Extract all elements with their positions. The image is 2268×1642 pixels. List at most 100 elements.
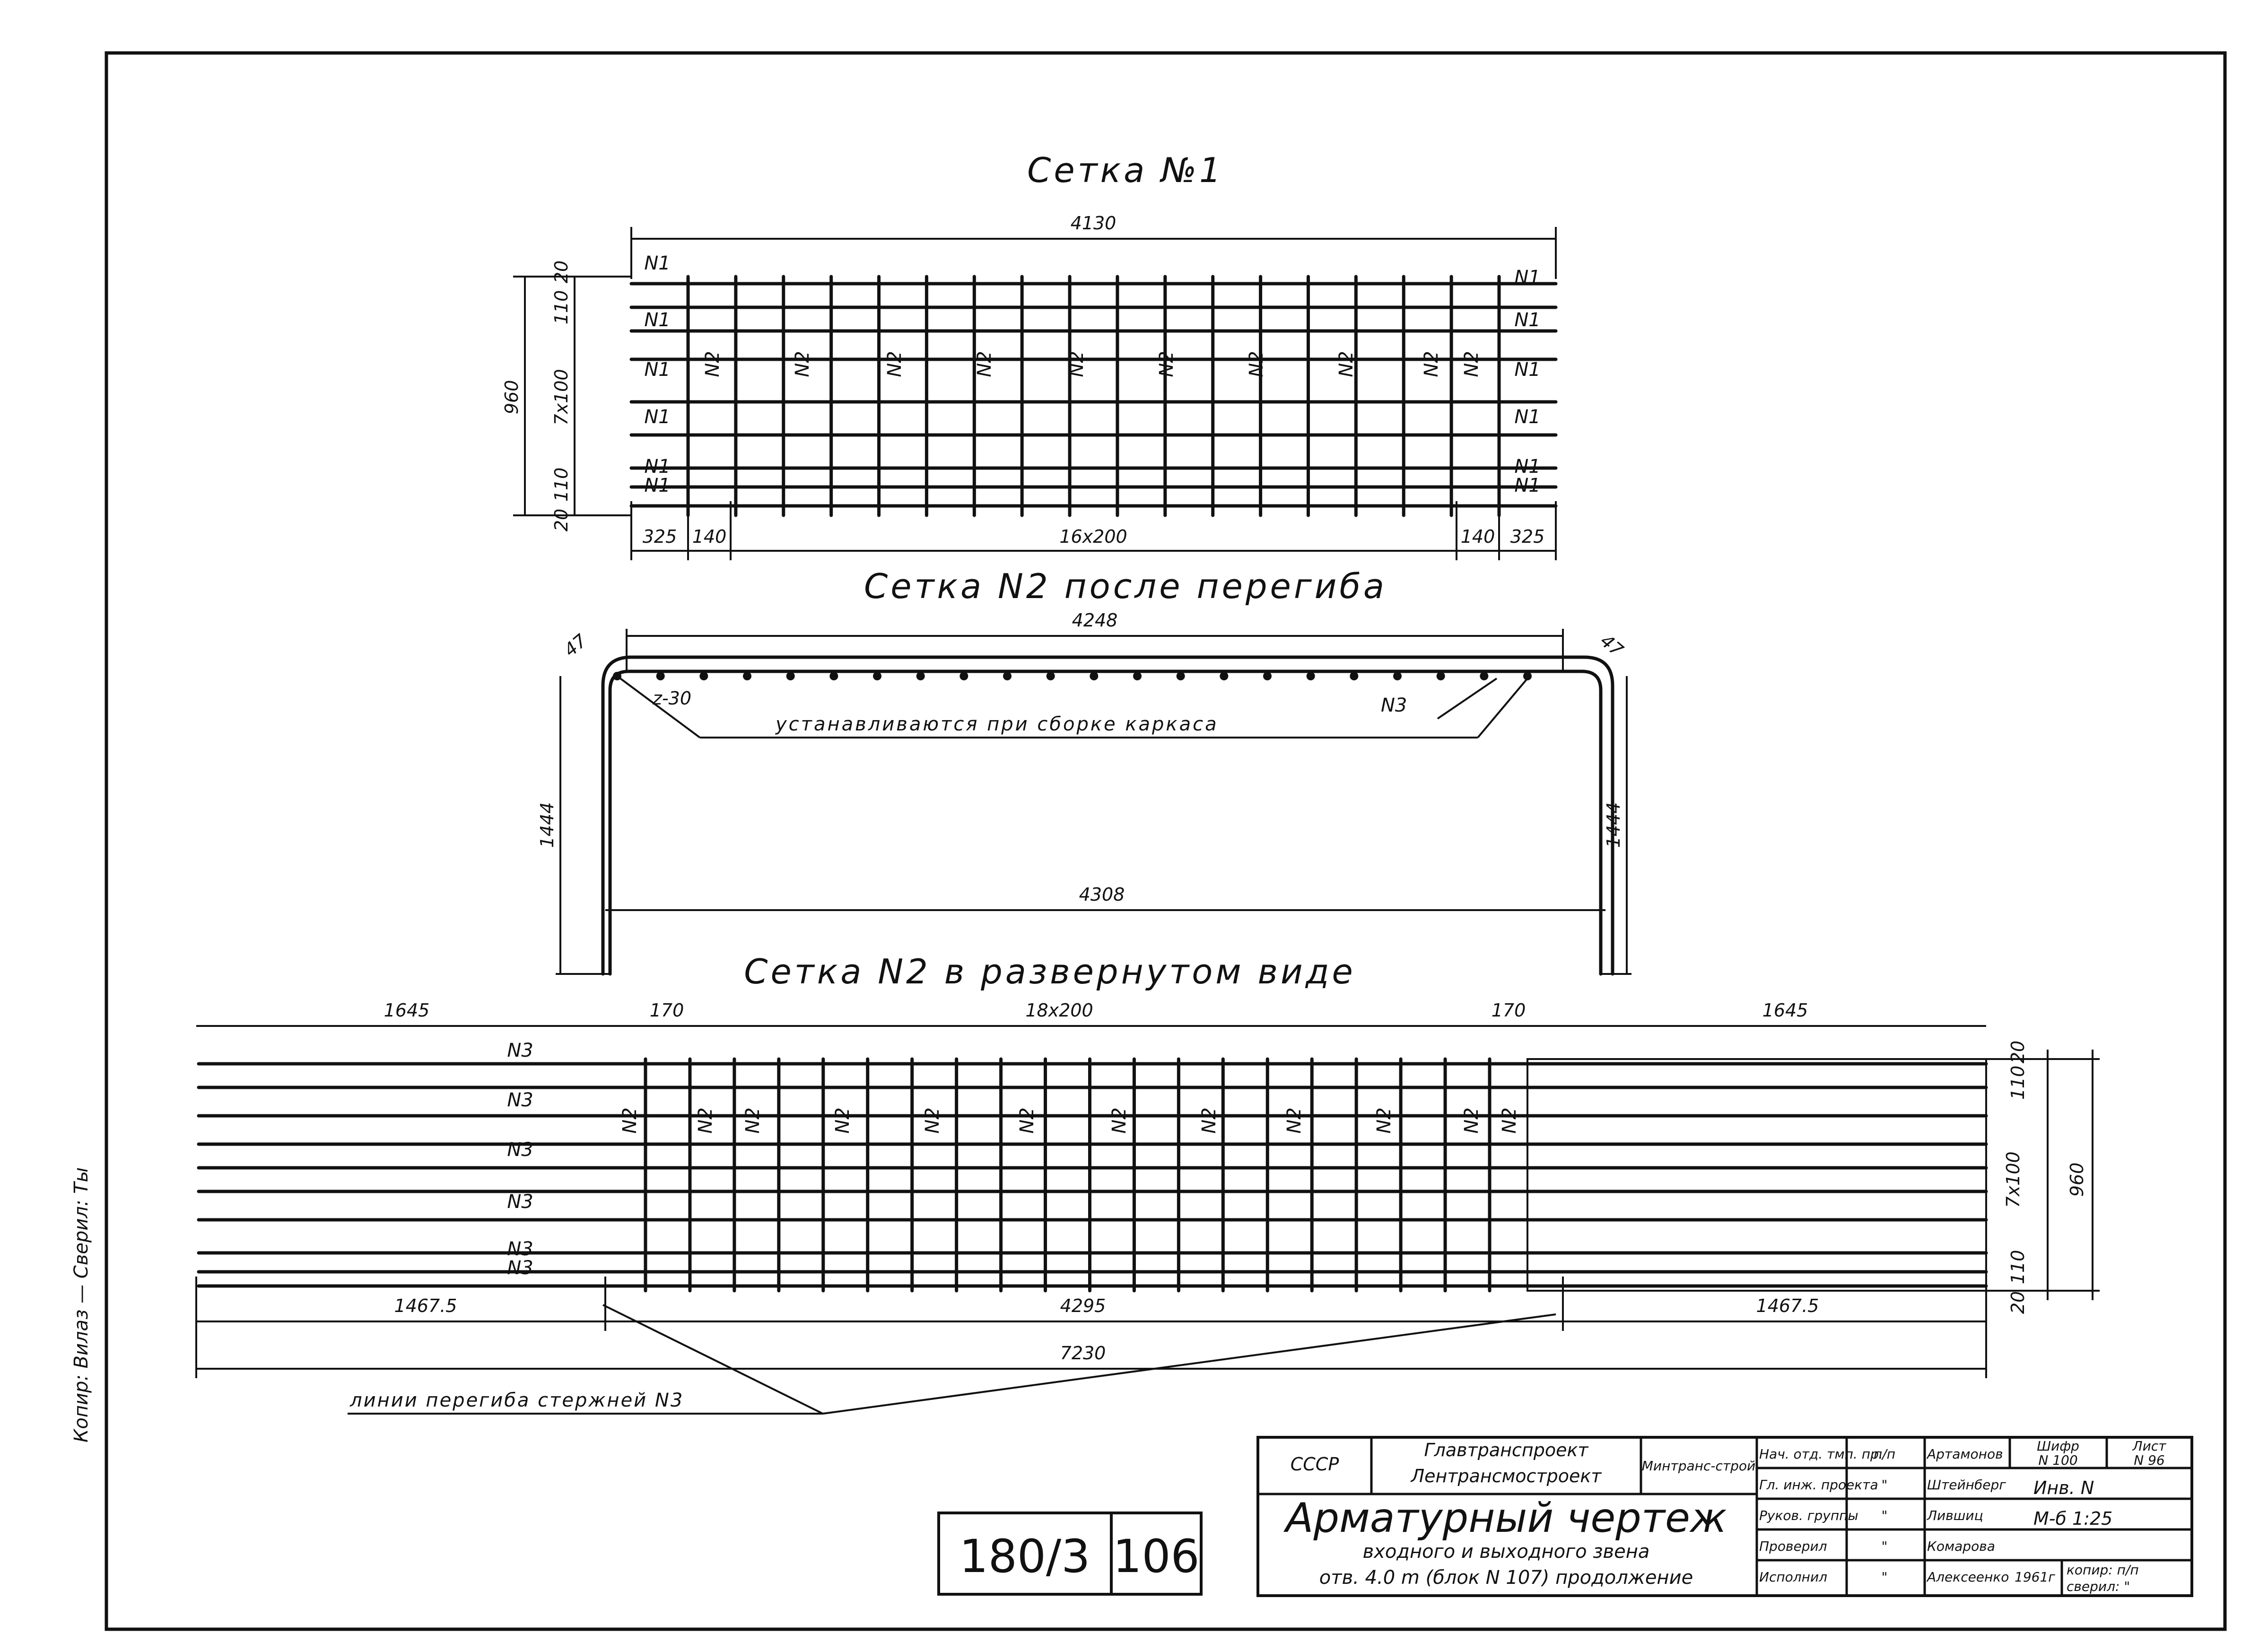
grid-2-bent-bar-dot (656, 672, 665, 680)
grid-1-bar-label-short: N2 (1246, 351, 1267, 377)
grid-2-flat-dim-spacing: 7x100 (2003, 1151, 2024, 1208)
grid-2-flat-dim-total: 7230 (1060, 1343, 1106, 1364)
grid-2-bent-bar-dot (1523, 672, 1532, 680)
grid-2-bent-bar-dot (916, 672, 925, 680)
grid-1-bar-label-long: N1 (644, 475, 670, 496)
grid-2-flat-bar-label-short: N2 (1283, 1107, 1305, 1133)
grid-2-bent-bar-label: N3 (1381, 695, 1407, 716)
sheet-frame (105, 51, 2227, 1631)
grid-1-dim-edge-bot: 20 (551, 509, 572, 531)
tb-role-1: Гл. инж. проекта (1759, 1477, 1878, 1493)
grid-2-bent-bar-dot (786, 672, 795, 680)
tb-checked: сверил: " (2067, 1579, 2130, 1594)
grid-2-flat-bar-label-short: N2 (1016, 1107, 1038, 1133)
grid-2-bent-bar-dot (1263, 672, 1272, 680)
grid-1-dim-left2: 140 (692, 526, 727, 547)
grid-1-dim-left: 325 (643, 526, 677, 547)
grid-2-bent-bar-dot (743, 672, 751, 680)
grid-2-flat-bar-label-long: N3 (507, 1191, 533, 1213)
tb-sign-2: " (1882, 1508, 1888, 1523)
tb-drawing-title: Арматурный чертеж (1283, 1494, 1727, 1542)
grid-2-flat-dim-mid: 18x200 (1025, 1000, 1093, 1021)
grid-2-bent-title: Сетка N2 после перегиба (864, 566, 1387, 606)
grid-1-title: Сетка №1 (1027, 150, 1224, 190)
tb-role-4: Исполнил (1759, 1569, 1827, 1585)
grid-2-bent-bar-dot (1436, 672, 1445, 680)
grid-2-flat-dim-edge-bot: 20 (2007, 1291, 2028, 1314)
grid-1-bar-label-short: N2 (974, 351, 995, 377)
grid-2-flat-bar-label-short: N2 (1461, 1107, 1483, 1133)
tb-name-2: Лившиц (1927, 1508, 1983, 1523)
grid-1-bar-label-long: N1 (644, 252, 670, 274)
tb-name-1: Штейнберг (1927, 1477, 2006, 1493)
grid-2-flat-dim-edge-top: 20 (2007, 1041, 2028, 1063)
tb-ministry: Минтранс-строй (1642, 1458, 1756, 1474)
grid-1-dim-spacing: 7x100 (551, 369, 572, 425)
grid-2-flat-bar-label-long: N3 (507, 1139, 533, 1161)
grid-2-bent-dim-corner-right: 47 (1596, 630, 1627, 661)
grid-2-flat-dim-r170: 170 (1492, 1000, 1526, 1021)
sheet-series: 180/3 (960, 1530, 1090, 1583)
tb-role-0: Нач. отд. тмп. пр. (1759, 1446, 1883, 1462)
tb-copy: копир: п/п (2067, 1562, 2139, 1578)
grid-2-flat-horizontal-bars (197, 1062, 1988, 1288)
tb-name-3: Комарова (1927, 1538, 1995, 1554)
grid-2-bent-bar-dot (1350, 672, 1359, 680)
grid-2-bent-bar-dot (699, 672, 708, 680)
grid-1-bar-label-long: N1 (1514, 475, 1540, 496)
grid-2-flat-title: Сетка N2 в развернутом виде (744, 952, 1356, 991)
grid-1-bar-label-long: N1 (1514, 267, 1540, 288)
grid-2-flat-bar-label-long: N3 (507, 1257, 533, 1279)
grid-2-flat-dim-gap-top: 110 (2007, 1066, 2028, 1100)
grid-2-bent-bar-dot (873, 672, 881, 680)
tb-sign-4: " (1882, 1569, 1888, 1585)
grid-2-flat-dim-br: 1467.5 (1756, 1295, 1819, 1316)
grid-1-dim-edge-top: 20 (551, 261, 572, 283)
grid-2-flat-bar-label-short: N2 (1373, 1107, 1395, 1133)
grid-2-bent-leader (1477, 678, 1528, 738)
tb-role-2: Руков. группы (1759, 1508, 1858, 1523)
grid-1-bar-label-long: N1 (644, 309, 670, 331)
grid-2-bent-bar-dot (829, 672, 838, 680)
grid-1-horizontal-bars (629, 282, 1558, 508)
grid-1-dim-mid: 16x200 (1059, 526, 1127, 547)
grid-2-bent-bar-dot (1220, 672, 1229, 680)
grid-2-flat-vertical-bars (644, 1057, 1492, 1293)
tb-mark: М-б 1:25 (2033, 1508, 2112, 1529)
title-block: СССР Главтранспроект Лентрансмостроект М… (1256, 1436, 2193, 1597)
grid-2-flat-bend-leader (602, 1304, 823, 1415)
grid-2-flat-bar-label-short: N2 (1108, 1107, 1130, 1133)
grid-2-flat-bar-label-short: N2 (742, 1107, 764, 1133)
grid-2-bent-dim-left: 1444 (537, 802, 558, 848)
grid-2-bent-drawing: Сетка N2 после перегиба 4248 47 47 1444 … (537, 566, 1631, 976)
grid-2-bent-spacing: z-30 (652, 688, 691, 709)
tb-year: 1961г (2015, 1569, 2055, 1585)
grid-2-flat-bar-label-short: N2 (695, 1107, 716, 1133)
grid-2-flat-bar-label-short: N2 (619, 1107, 641, 1133)
grid-2-bent-bar-dot (1046, 672, 1055, 680)
sheet-number-frame (937, 1512, 1203, 1596)
tb-org2: Лентрансмостроект (1410, 1466, 1603, 1486)
tb-inv: Инв. N (2033, 1477, 2094, 1498)
grid-1-bar-label-long: N1 (1514, 309, 1540, 331)
grid-1-bar-label-long: N1 (1514, 406, 1540, 428)
grid-2-bent-bar-dot (1090, 672, 1099, 680)
grid-2-bent-dim-top: 4248 (1072, 610, 1118, 631)
tb-sheet-label: Лист (2132, 1438, 2167, 1454)
grid-1-dim-height: 960 (501, 380, 522, 415)
grid-1-bar-label-long: N1 (644, 406, 670, 428)
sheet-number-box: 180/3 106 (937, 1512, 1203, 1596)
grid-1-drawing: Сетка №1 4130 N1N1N1N1N1N1N1N1N1N1N1N1N2… (501, 150, 1558, 560)
grid-1-bar-label-long: N1 (644, 359, 670, 381)
grid-1-dim-gap-top: 110 (551, 290, 572, 325)
tb-role-3: Проверил (1759, 1538, 1827, 1554)
grid-1-bar-label-long: N1 (644, 456, 670, 478)
grid-2-flat-drawing: Сетка N2 в развернутом виде 1645 170 18x… (195, 952, 2100, 1415)
title-block-frame (1256, 1436, 2193, 1597)
grid-2-bent-dim-right: 1444 (1603, 802, 1624, 848)
grid-1-bar-label-short: N2 (1421, 351, 1442, 377)
grid-2-flat-bend-note: линии перегиба стержней N3 (349, 1390, 684, 1411)
grid-2-flat-dim-bmid: 4295 (1060, 1295, 1106, 1316)
